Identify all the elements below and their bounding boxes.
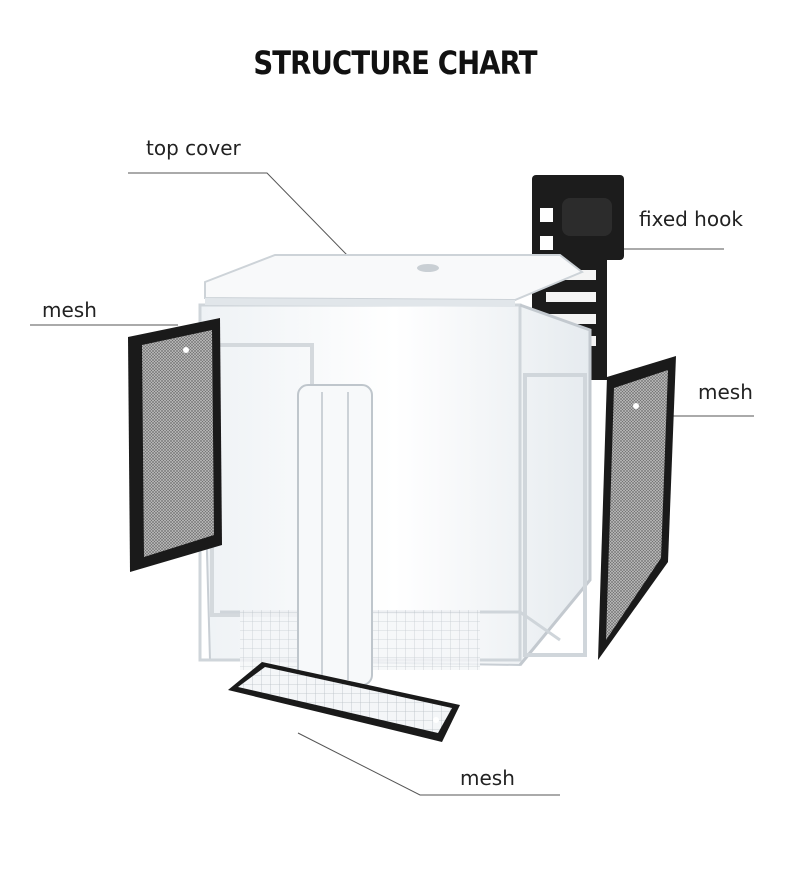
top-cover-part: [204, 254, 584, 307]
chart-title: STRUCTURE CHART: [253, 44, 537, 82]
leader-mesh-bottom: [297, 732, 560, 796]
acrylic-box: [198, 303, 592, 686]
leader-lines: [30, 172, 754, 796]
label-mesh-bottom: mesh: [460, 766, 515, 790]
leader-top-cover: [128, 172, 349, 257]
label-mesh-right: mesh: [698, 380, 753, 404]
mesh-bottom-part: [228, 662, 460, 742]
label-top-cover: top cover: [146, 136, 241, 160]
mesh-left-part: [128, 318, 222, 572]
label-mesh-left: mesh: [42, 298, 97, 322]
label-fixed-hook: fixed hook: [639, 207, 743, 231]
mesh-right-part: [598, 356, 676, 660]
